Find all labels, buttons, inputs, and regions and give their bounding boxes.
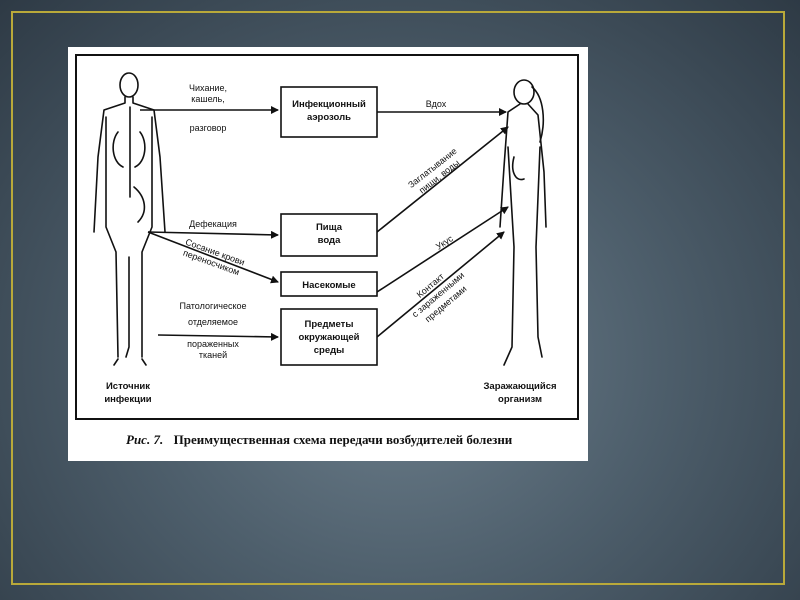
- arrow-contact: [376, 231, 505, 338]
- box-aerosol: Инфекционный аэрозоль: [280, 86, 378, 138]
- arrow-swallow: [376, 126, 509, 233]
- box-insects-line1: Насекомые: [302, 280, 355, 291]
- arrow-bite: [376, 206, 509, 293]
- label-recipient: Заражающийся организм: [483, 381, 556, 405]
- caption-number: Рис. 7.: [126, 432, 163, 447]
- diagram-figure: Инфекционный аэрозоль Пища вода Насекомы…: [68, 47, 588, 461]
- svg-text:разговор: разговор: [190, 123, 227, 133]
- label-swallow: Заглатывание пищи, воды: [406, 146, 461, 196]
- box-objects: Предметы окружающей среды: [280, 308, 378, 366]
- svg-text:пораженных: пораженных: [187, 339, 239, 349]
- caption-text: Преимущественная схема передачи возбудит…: [174, 432, 513, 447]
- box-food-line1: Пища: [316, 222, 343, 233]
- transmission-diagram: Инфекционный аэрозоль Пища вода Насекомы…: [75, 54, 579, 448]
- label-contact: Контакт с зараженными предметами: [410, 270, 469, 324]
- slide-frame: [11, 11, 785, 585]
- label-defecation: Дефекация: [189, 219, 237, 229]
- label-sneeze: Чихание, кашель, разговор: [189, 83, 227, 133]
- svg-text:Заражающийся: Заражающийся: [483, 381, 556, 392]
- box-aerosol-line1: Инфекционный: [292, 99, 366, 110]
- box-objects-line1: Предметы: [305, 319, 354, 330]
- box-food-water: Пища вода: [280, 213, 378, 257]
- box-objects-line2: окружающей: [298, 332, 359, 343]
- svg-text:отделяемое: отделяемое: [188, 317, 238, 327]
- svg-text:Источник: Источник: [106, 381, 150, 392]
- box-aerosol-line2: аэрозоль: [307, 112, 351, 123]
- label-inhale: Вдох: [426, 99, 447, 109]
- svg-text:организм: организм: [498, 394, 542, 405]
- figure-caption: Рис. 7. Преимущественная схема передачи …: [126, 431, 513, 448]
- label-source: Источник инфекции: [104, 381, 151, 405]
- svg-text:кашель,: кашель,: [191, 94, 225, 104]
- svg-text:инфекции: инфекции: [104, 394, 151, 405]
- svg-text:тканей: тканей: [199, 350, 227, 360]
- arrow-pathological: [157, 332, 279, 341]
- box-objects-line3: среды: [314, 345, 345, 356]
- svg-text:Патологическое: Патологическое: [179, 301, 246, 311]
- box-insects: Насекомые: [280, 271, 378, 297]
- label-pathological: Патологическое отделяемое пораженных тка…: [179, 301, 246, 360]
- svg-text:Чихание,: Чихание,: [189, 83, 227, 93]
- box-food-line2: вода: [318, 235, 341, 246]
- arrow-blood: [147, 231, 279, 284]
- recipient-figure: [499, 79, 547, 366]
- label-blood: Сосание крови переносчиком: [182, 237, 246, 278]
- source-figure: [93, 72, 166, 366]
- figure-border: [75, 54, 579, 420]
- arrow-defecation: [147, 230, 279, 239]
